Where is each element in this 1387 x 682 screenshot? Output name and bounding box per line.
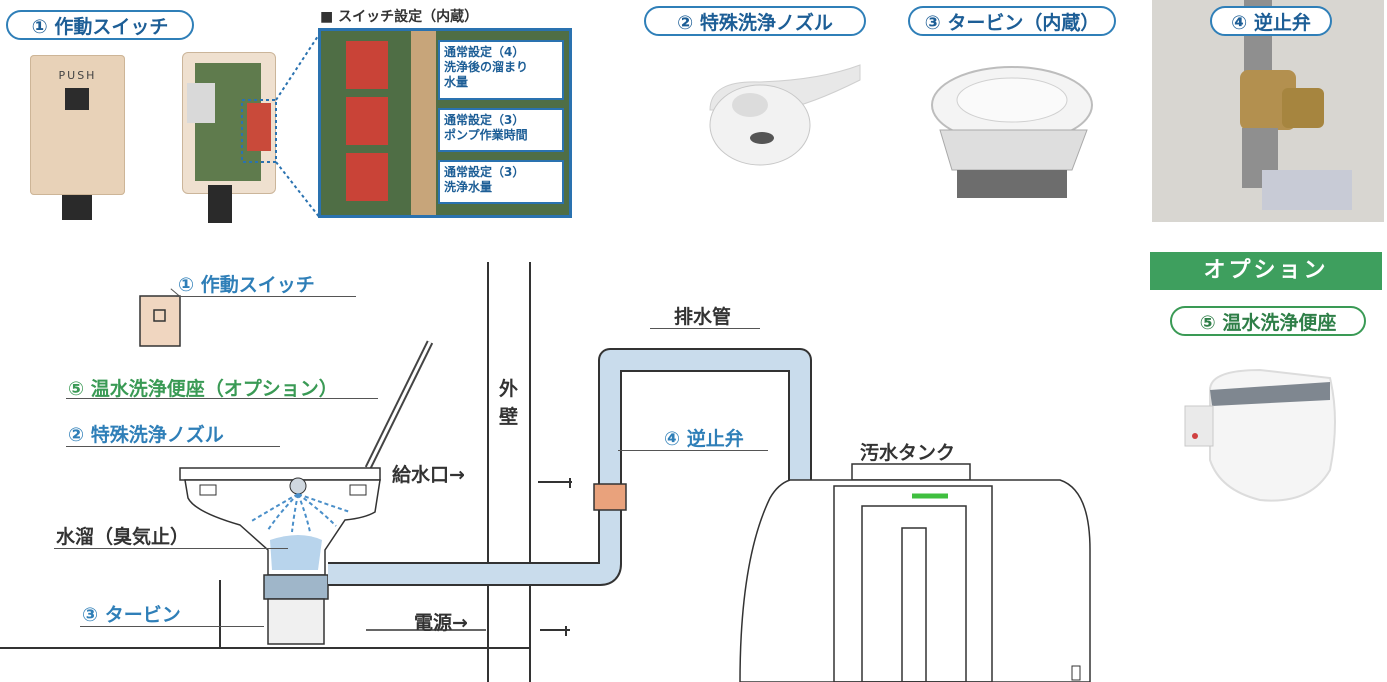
- diagram-check-valve-label: ④ 逆止弁: [664, 428, 744, 450]
- nozzle-label-underline: [66, 446, 280, 447]
- setting-box-3: 通常設定（3） 洗浄水量: [438, 160, 564, 204]
- seat-photo: [1184, 368, 1336, 502]
- nozzle: [289, 477, 307, 495]
- nozzle-photo: [709, 64, 861, 166]
- sewage-tank: [739, 479, 1091, 682]
- diagram-wall-label: 外壁: [499, 378, 519, 428]
- drain-pipe-underline: [650, 328, 760, 329]
- switch-settings-title: ■ スイッチ設定（内蔵）: [320, 9, 479, 25]
- check-valve-part: [593, 483, 627, 511]
- diagram-tank-label: 汚水タンク: [860, 442, 956, 464]
- switch-cable: [62, 195, 92, 220]
- tank-lid: [851, 463, 971, 481]
- setting-2-desc1: ポンプ作業時間: [444, 128, 528, 142]
- switch-photo: PUSH: [30, 55, 125, 195]
- setting-1-desc2: 水量: [444, 75, 469, 89]
- switch-title-pill: ① 作動スイッチ: [6, 10, 194, 40]
- diagram-drain-pipe-label: 排水管: [674, 306, 732, 328]
- nozzle-title-pill: ② 特殊洗浄ノズル: [644, 6, 866, 36]
- switch-label-underline: [176, 296, 356, 297]
- water-seal-underline: [54, 548, 288, 549]
- setting-2-title: 通常設定（3）: [444, 113, 525, 127]
- system-diagram: [0, 262, 1091, 682]
- setting-3-title: 通常設定（3）: [444, 165, 525, 179]
- toilet-seat: [179, 467, 381, 481]
- setting-1-title: 通常設定（4）: [444, 45, 525, 59]
- push-text: PUSH: [58, 69, 97, 82]
- seat-title-pill: ⑤ 温水洗浄便座: [1170, 306, 1366, 336]
- setting-box-2: 通常設定（3） ポンプ作業時間: [438, 108, 564, 152]
- setting-3-desc1: 洗浄水量: [444, 180, 493, 194]
- push-button: [65, 88, 89, 110]
- diagram-supply-label: 給水口→: [392, 464, 465, 486]
- turbine-block: [263, 574, 329, 600]
- check-valve-underline: [618, 450, 768, 451]
- seat-label-underline: [66, 398, 378, 399]
- turbine-label-underline: [80, 626, 264, 627]
- option-banner: オプション: [1150, 252, 1382, 290]
- check-valve-title-pill: ④ 逆止弁: [1210, 6, 1332, 36]
- turbine-photo: [931, 66, 1093, 198]
- turbine-title-pill: ③ タービン（内蔵）: [908, 6, 1116, 36]
- callout-lines: [241, 32, 321, 219]
- diagram-power-label: 電源→: [414, 612, 468, 634]
- setting-1-desc1: 洗浄後の溜まり: [444, 60, 529, 74]
- switch-box-open-photo: [182, 52, 276, 194]
- diagram-turbine-label: ③ タービン: [82, 604, 181, 626]
- diagram-nozzle-label: ② 特殊洗浄ノズル: [68, 424, 224, 446]
- spray: [249, 493, 351, 533]
- switch-box-cable: [208, 185, 232, 223]
- setting-box-1: 通常設定（4） 洗浄後の溜まり 水量: [438, 40, 564, 100]
- diagram-water-seal-label: 水溜（臭気止）: [56, 526, 190, 548]
- diagram-seat-label: ⑤ 温水洗浄便座（オプション）: [68, 378, 338, 400]
- diagram-switch-label: ① 作動スイッチ: [178, 274, 315, 296]
